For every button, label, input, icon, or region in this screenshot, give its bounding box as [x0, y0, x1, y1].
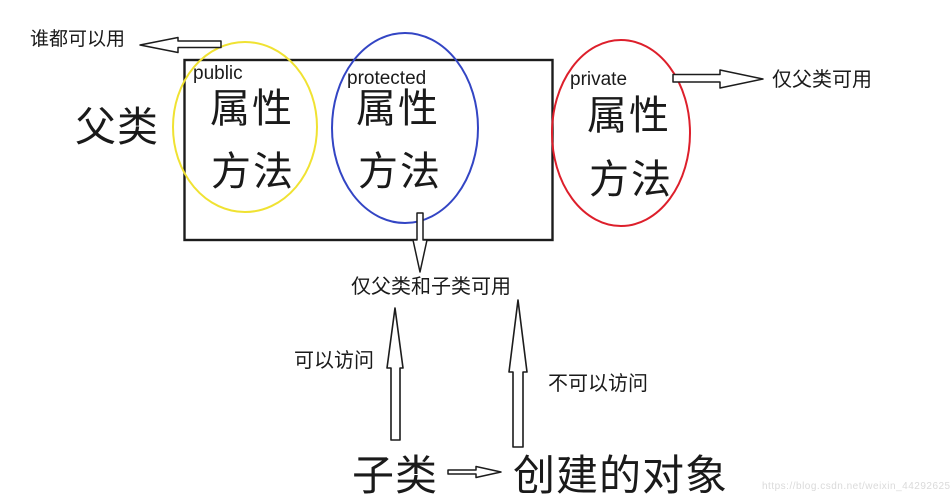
public-modifier-label: public	[193, 63, 243, 84]
public-note-arrow-icon	[139, 36, 222, 54]
public-attributes-label: 属性	[210, 87, 294, 131]
public-methods-label: 方法	[211, 150, 295, 194]
public-ellipse	[172, 41, 318, 213]
protected-note-label: 仅父类和子类可用	[351, 276, 511, 298]
private-attributes-label: 属性	[587, 94, 671, 138]
private-methods-label: 方法	[589, 158, 673, 202]
object-access-arrow-icon	[508, 299, 528, 448]
cannot-access-label: 不可以访问	[548, 373, 648, 395]
watermark-text: https://blog.csdn.net/weixin_44292625	[762, 481, 951, 492]
parent-class-label: 父类	[75, 104, 159, 150]
private-note-label: 仅父类可用	[772, 69, 872, 91]
protected-modifier-label: protected	[347, 68, 427, 89]
protected-note-arrow-icon	[412, 212, 428, 273]
public-note-label: 谁都可以用	[30, 29, 126, 50]
private-note-arrow-icon	[672, 69, 764, 89]
protected-methods-label: 方法	[358, 150, 442, 194]
protected-attributes-label: 属性	[356, 87, 440, 131]
created-object-label: 创建的对象	[513, 452, 729, 499]
subclass-label: 子类	[352, 452, 439, 499]
private-ellipse	[551, 39, 691, 227]
subclass-access-arrow-icon	[386, 307, 404, 441]
create-object-arrow-icon	[447, 465, 502, 479]
private-modifier-label: private	[570, 69, 628, 90]
can-access-label: 可以访问	[294, 350, 374, 372]
protected-ellipse	[331, 32, 479, 224]
